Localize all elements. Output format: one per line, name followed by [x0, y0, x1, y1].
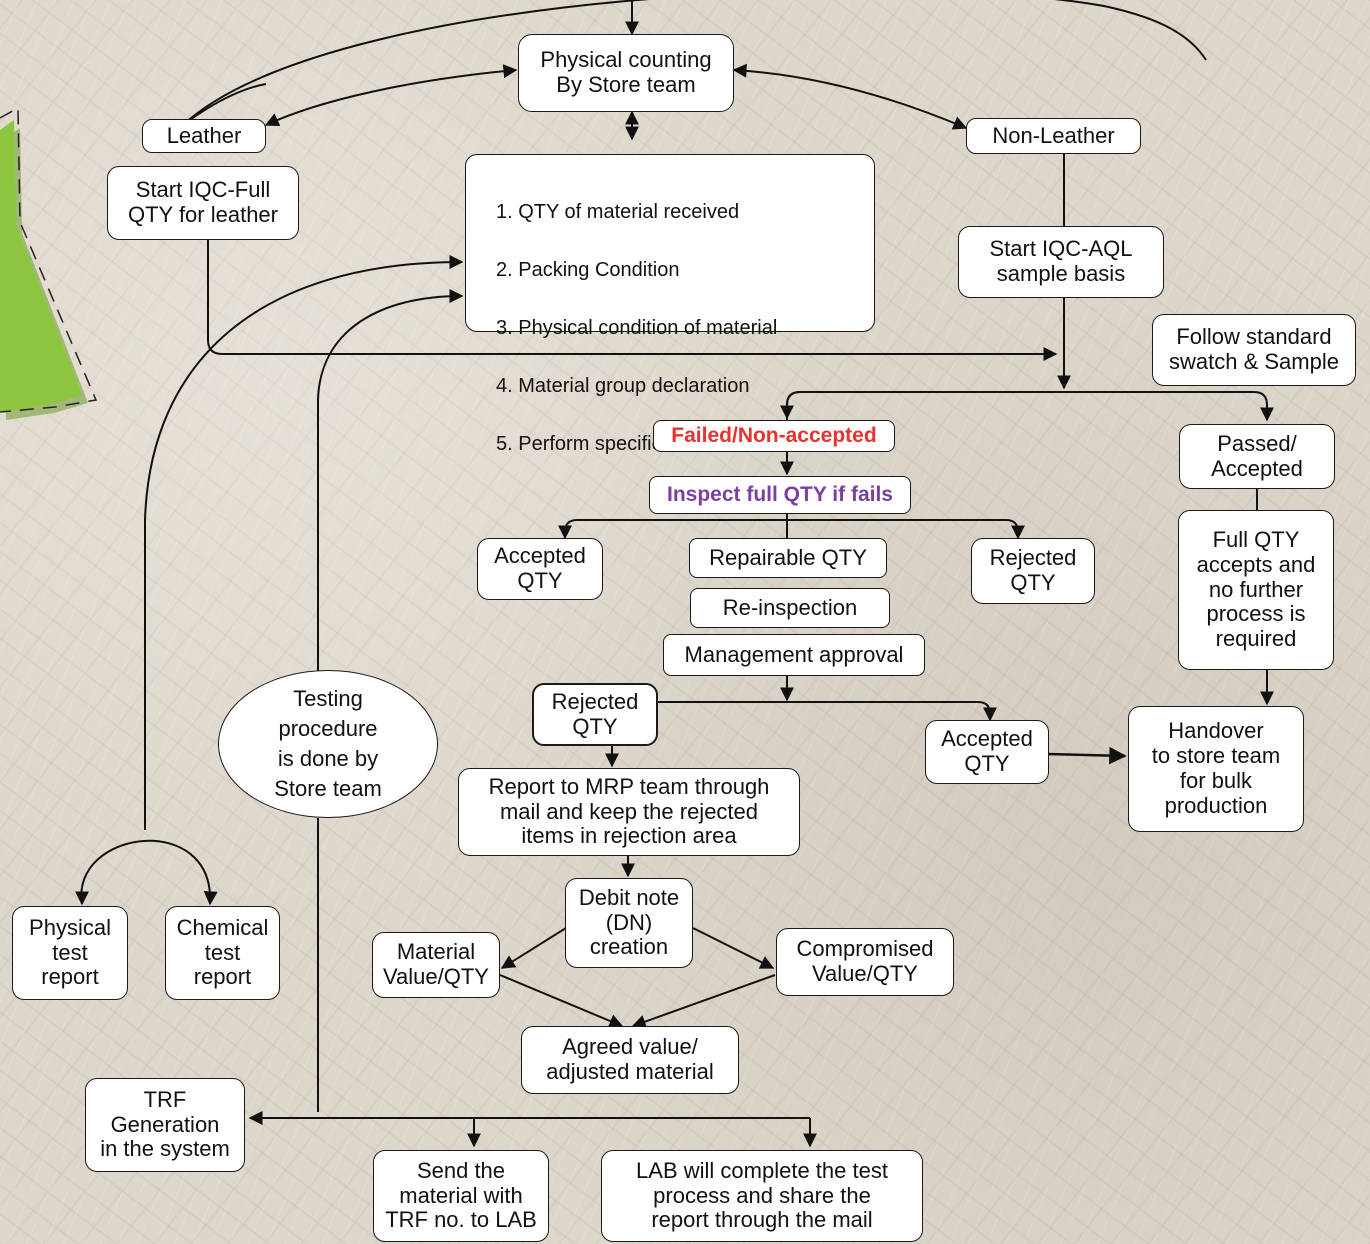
agreed-value-node: Agreed value/ adjusted material: [521, 1026, 739, 1094]
start-iqc-full-node: Start IQC-Full QTY for leather: [107, 166, 299, 240]
start-iqc-aql-node: Start IQC-AQL sample basis: [958, 226, 1164, 298]
accepted-qty-node-2: Accepted QTY: [925, 720, 1049, 784]
handover-node: Handover to store team for bulk producti…: [1128, 706, 1304, 832]
green-decoration: [0, 106, 98, 420]
physical-counting-node: Physical counting By Store team: [518, 34, 734, 112]
trf-generation-node: TRF Generation in the system: [85, 1078, 245, 1172]
non-leather-node: Non-Leather: [966, 118, 1141, 154]
checklist-item: QTY of material received: [496, 198, 814, 227]
leather-node: Leather: [142, 119, 266, 153]
physical-test-report-node: Physical test report: [12, 906, 128, 1000]
chemical-test-report-node: Chemical test report: [165, 906, 280, 1000]
follow-standard-node: Follow standard swatch & Sample: [1152, 314, 1356, 386]
rejected-qty-node-1: Rejected QTY: [971, 538, 1095, 604]
send-material-node: Send the material with TRF no. to LAB: [373, 1150, 549, 1242]
report-mrp-node: Report to MRP team through mail and keep…: [458, 768, 800, 856]
checklist-item: Packing Condition: [496, 256, 814, 285]
lab-complete-node: LAB will complete the test process and s…: [601, 1150, 923, 1242]
debit-note-node: Debit note (DN) creation: [565, 878, 693, 968]
checklist-node: QTY of material received Packing Conditi…: [465, 154, 875, 455]
testing-procedure-node: Testing procedure is done by Store team: [218, 670, 438, 818]
repairable-qty-node: Repairable QTY: [689, 538, 887, 578]
checklist: QTY of material received Packing Conditi…: [496, 169, 814, 488]
full-qty-accepts-node: Full QTY accepts and no further process …: [1178, 510, 1334, 670]
material-value-node: Material Value/QTY: [372, 932, 500, 998]
passed-node: Passed/ Accepted: [1179, 424, 1335, 489]
failed-node: Failed/Non-accepted: [653, 420, 895, 452]
checklist-item: Physical condition of material: [496, 314, 814, 343]
accepted-qty-node-1: Accepted QTY: [477, 538, 603, 600]
management-approval-node: Management approval: [663, 634, 925, 676]
inspect-full-node: Inspect full QTY if fails: [649, 476, 911, 514]
compromised-value-node: Compromised Value/QTY: [776, 928, 954, 996]
rejected-qty-node-2: Rejected QTY: [532, 683, 658, 746]
checklist-item: Material group declaration: [496, 372, 814, 401]
re-inspection-node: Re-inspection: [690, 588, 890, 628]
